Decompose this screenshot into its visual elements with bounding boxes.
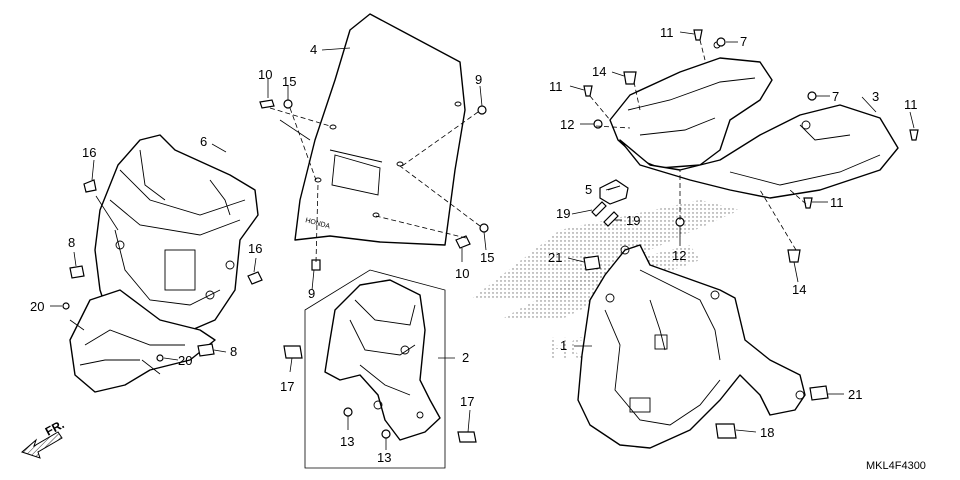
callout-15-lower: 15: [480, 250, 494, 265]
callout-20-left: 20: [30, 299, 44, 314]
callout-4: 4: [310, 42, 317, 57]
callout-3: 3: [872, 89, 879, 104]
callout-16-left: 16: [82, 145, 96, 160]
callout-1: 1: [560, 338, 567, 353]
callout-11-right: 11: [904, 97, 918, 112]
callout-12-lower: 12: [672, 248, 686, 263]
callout-7-top: 7: [740, 34, 747, 49]
callout-14-lower: 14: [792, 282, 806, 297]
callout-12-left: 12: [560, 117, 574, 132]
callout-20-right: 20: [178, 353, 192, 368]
callout-8-right: 8: [230, 344, 237, 359]
bracket-part-5: [599, 179, 629, 205]
callout-6: 6: [200, 134, 207, 149]
callout-13-left: 13: [340, 434, 354, 449]
callout-16-right: 16: [248, 241, 262, 256]
callout-18: 18: [760, 425, 774, 440]
inner-cover-part-2: [304, 269, 446, 469]
fasteners: [62, 29, 919, 443]
callout-5: 5: [585, 182, 592, 197]
front-cowl-part-6: [69, 134, 259, 393]
callout-11-top: 11: [660, 25, 674, 40]
callout-11-left: 11: [549, 79, 563, 94]
callout-labels: 4 6 3 2 1 5 10 15 9 9 10 15 16 16 8 8 20…: [30, 25, 918, 465]
meter-cover-part-3: [609, 41, 899, 199]
callout-10-top: 10: [258, 67, 272, 82]
leader-lines: [50, 31, 915, 450]
callout-19-right: 19: [626, 213, 640, 228]
callout-21-left: 21: [548, 250, 562, 265]
callout-7-right: 7: [832, 89, 839, 104]
drawing-code: MKL4F4300: [866, 460, 926, 472]
callout-17-left: 17: [280, 379, 294, 394]
callout-14-top: 14: [592, 64, 606, 79]
callout-17-right: 17: [460, 394, 474, 409]
callout-2: 2: [462, 350, 469, 365]
stay-frame-part-1: [577, 244, 806, 449]
callout-9-lower: 9: [308, 286, 315, 301]
fr-label: FR.: [43, 417, 67, 438]
callout-9-top: 9: [475, 72, 482, 87]
callout-19-left: 19: [556, 206, 570, 221]
front-direction-arrow: FR.: [21, 417, 67, 459]
callout-15-top: 15: [282, 74, 296, 89]
callout-21-right: 21: [848, 387, 862, 402]
callout-8-left: 8: [68, 235, 75, 250]
windscreen-part-4: HONDA: [294, 13, 466, 246]
callout-13-right: 13: [377, 450, 391, 465]
callout-11-lower: 11: [830, 195, 844, 210]
callout-10-lower: 10: [455, 266, 469, 281]
